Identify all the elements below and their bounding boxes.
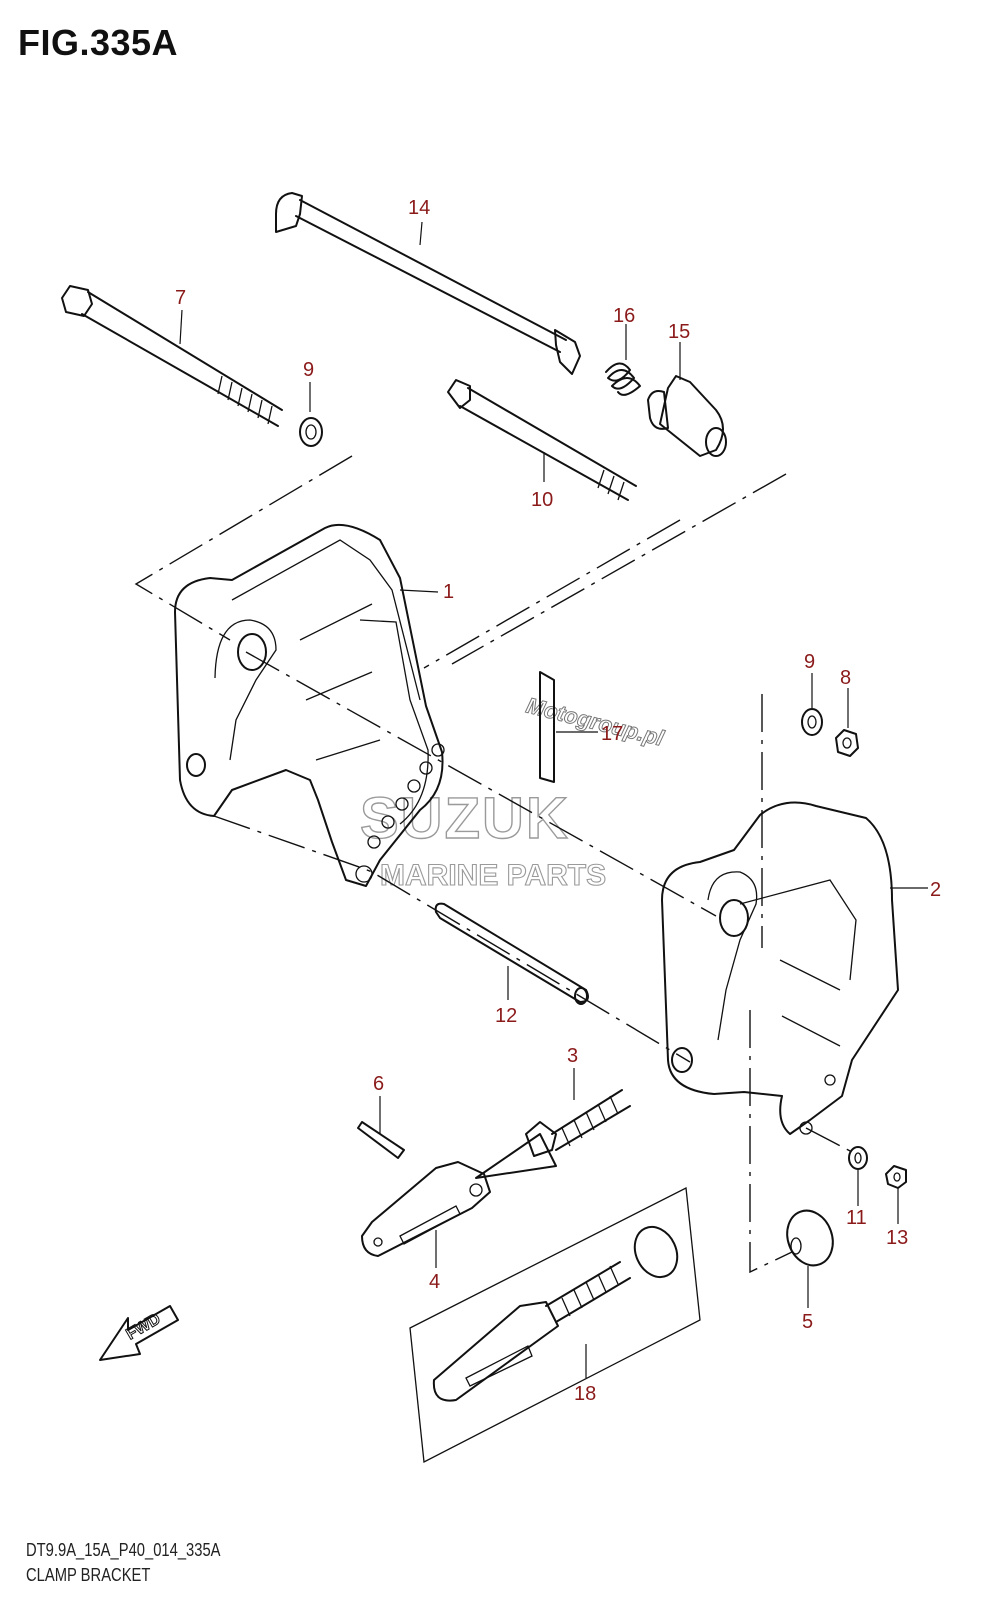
part-8-nut <box>835 729 859 757</box>
callout-16: 16 <box>613 305 635 327</box>
callout-14: 14 <box>408 197 430 219</box>
watermark-brand: SUZUK <box>360 786 570 851</box>
part-14-tilt-rod <box>275 192 581 375</box>
part-17-plate <box>539 671 555 783</box>
callout-13: 13 <box>886 1227 908 1249</box>
callout-9-right: 9 <box>804 651 815 673</box>
part-5-cap <box>786 1209 834 1267</box>
callout-1: 1 <box>443 581 454 603</box>
callout-2: 2 <box>930 879 941 901</box>
callout-5: 5 <box>802 1311 813 1333</box>
leader-lines <box>179 221 928 1378</box>
part-7-bolt <box>61 285 283 427</box>
fwd-label: FWD <box>124 1311 164 1344</box>
part-18-clamp-screw-assembly <box>409 1186 701 1464</box>
part-6-pin <box>357 1121 405 1159</box>
assembly-lines <box>134 455 853 1274</box>
part-3-thumb-screw <box>475 1089 631 1179</box>
fwd-arrow-icon: FWD <box>99 1305 179 1361</box>
callout-15: 15 <box>668 321 690 343</box>
part-10-bolt <box>447 379 637 501</box>
part-4-clamp-pad <box>361 1161 491 1257</box>
watermark-site: Motogroup.pl <box>524 693 667 751</box>
part-15-collar <box>647 375 727 457</box>
callout-18: 18 <box>574 1383 596 1405</box>
figure-title: FIG.335A <box>18 22 179 63</box>
figure-caption: CLAMP BRACKET <box>26 1565 151 1585</box>
part-1-clamp-bracket <box>174 524 445 887</box>
part-9-washer-upper <box>299 417 323 447</box>
callout-7: 7 <box>175 287 186 309</box>
callout-10: 10 <box>531 489 553 511</box>
part-13-nut <box>885 1165 907 1189</box>
part-2-clamp-bracket <box>661 801 899 1135</box>
callout-8: 8 <box>840 667 851 689</box>
callout-6: 6 <box>373 1073 384 1095</box>
callout-11: 11 <box>846 1207 867 1229</box>
callout-4: 4 <box>429 1271 440 1293</box>
callout-17: 17 <box>601 723 623 745</box>
part-9-washer-right <box>801 708 823 736</box>
watermark-sub: MARINE PARTS <box>380 859 606 892</box>
part-12-tube <box>434 902 589 1005</box>
callout-9-upper: 9 <box>303 359 314 381</box>
callout-12: 12 <box>495 1005 517 1027</box>
part-16-spring <box>605 362 641 396</box>
callouts: 14 7 9 16 15 10 1 9 8 17 2 12 3 6 4 11 1… <box>175 197 941 1405</box>
figure-code: DT9.9A_15A_P40_014_335A <box>26 1540 221 1560</box>
part-11-washer <box>848 1146 868 1170</box>
callout-3: 3 <box>567 1045 578 1067</box>
